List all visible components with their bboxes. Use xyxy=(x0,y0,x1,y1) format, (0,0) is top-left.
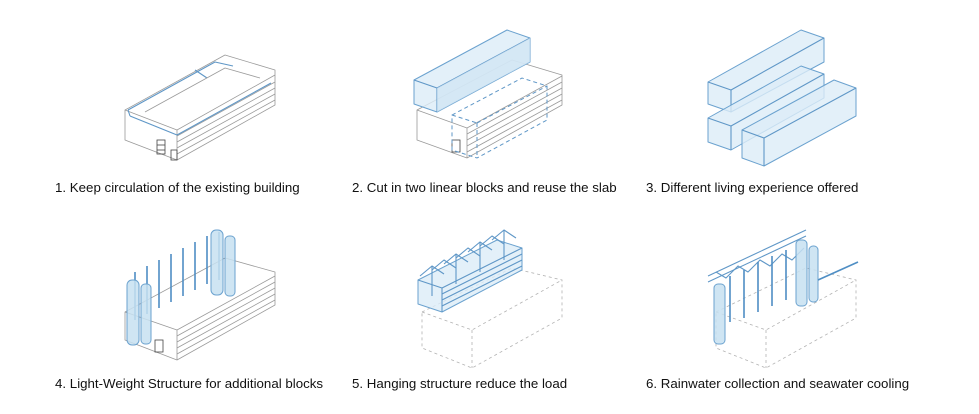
panel-keep-circulation: 1. Keep circulation of the existing buil… xyxy=(55,0,355,200)
caption-text: Keep circulation of the existing buildin… xyxy=(69,180,300,195)
caption-text: Cut in two linear blocks and reuse the s… xyxy=(366,180,617,195)
diagram-rainwater-cooling xyxy=(707,229,859,369)
caption-text: Different living experience offered xyxy=(660,180,859,195)
caption-number: 3. xyxy=(646,180,658,195)
diagram-light-weight-columns xyxy=(124,229,276,361)
caption-number: 2. xyxy=(352,180,364,195)
caption-6: 6. Rainwater collection and seawater coo… xyxy=(646,376,909,391)
diagram-three-blocks xyxy=(707,29,857,167)
panel-cut-linear-blocks: 2. Cut in two linear blocks and reuse th… xyxy=(352,0,652,200)
diagram-two-linear-blocks xyxy=(413,29,563,159)
caption-number: 4. xyxy=(55,376,67,391)
caption-4: 4. Light-Weight Structure for additional… xyxy=(55,376,323,391)
caption-3: 3. Different living experience offered xyxy=(646,180,858,195)
caption-text: Hanging structure reduce the load xyxy=(366,376,568,391)
diagram-hanging-frames xyxy=(417,229,563,369)
caption-text: Rainwater collection and seawater coolin… xyxy=(660,376,910,391)
caption-number: 5. xyxy=(352,376,364,391)
caption-number: 1. xyxy=(55,180,67,195)
caption-5: 5. Hanging structure reduce the load xyxy=(352,376,567,391)
caption-1: 1. Keep circulation of the existing buil… xyxy=(55,180,300,195)
panel-living-experience: 3. Different living experience offered xyxy=(646,0,946,200)
diagram-existing-building-circulation xyxy=(124,54,276,161)
caption-text: Light-Weight Structure for additional bl… xyxy=(69,376,324,391)
panel-light-weight-structure: 4. Light-Weight Structure for additional… xyxy=(55,200,355,400)
caption-2: 2. Cut in two linear blocks and reuse th… xyxy=(352,180,617,195)
panel-rainwater-seawater: 6. Rainwater collection and seawater coo… xyxy=(646,200,946,400)
panel-hanging-structure: 5. Hanging structure reduce the load xyxy=(352,200,652,400)
caption-number: 6. xyxy=(646,376,658,391)
